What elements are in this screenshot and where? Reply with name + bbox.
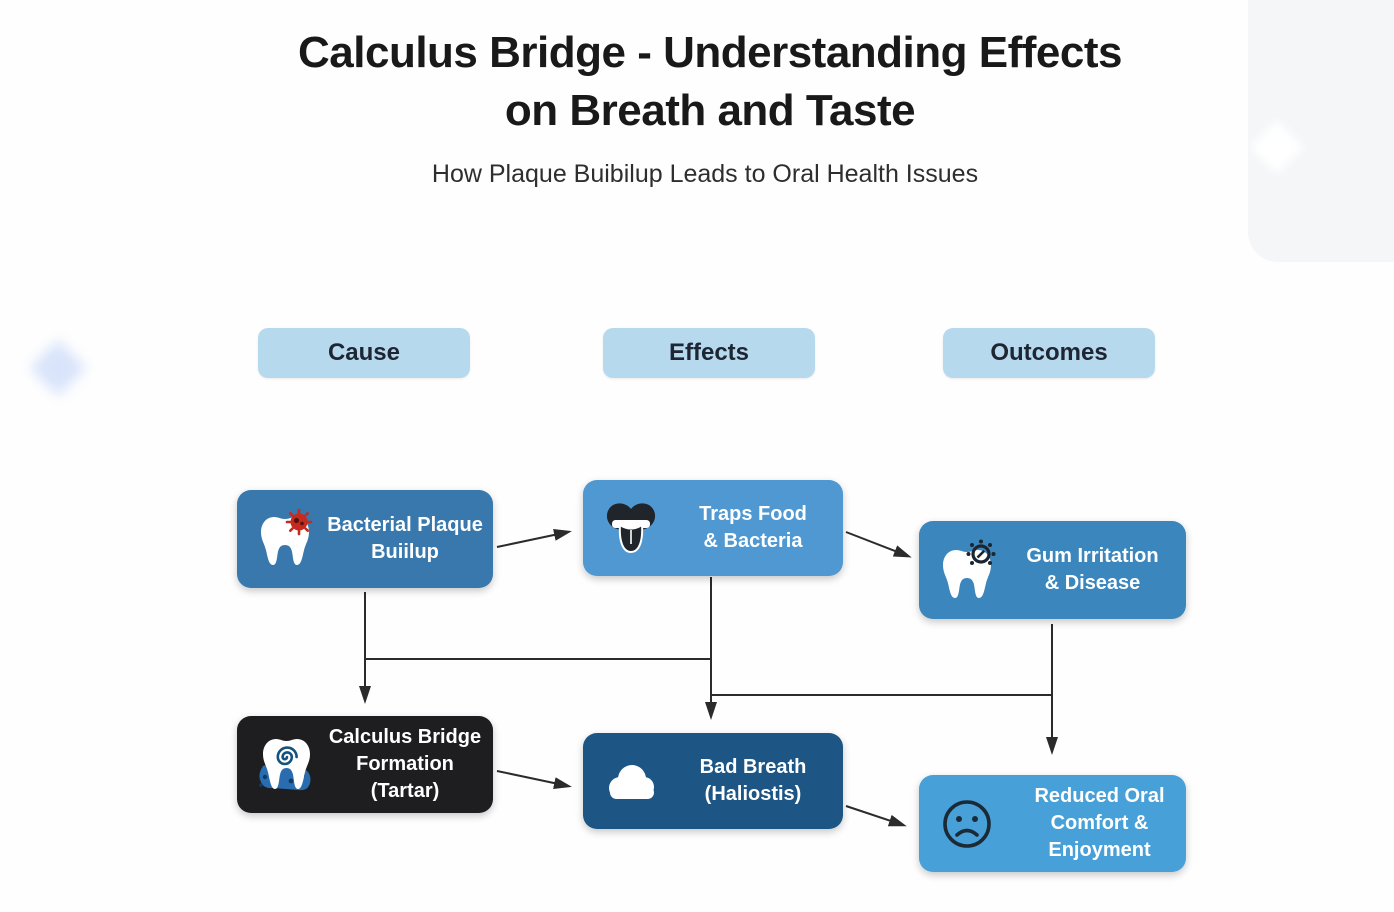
column-header-outcomes-label: Outcomes [990, 339, 1108, 366]
box-traps-food: Traps Food & Bacteria [583, 480, 843, 576]
page-title: Calculus Bridge - Understanding Effects … [298, 28, 1122, 135]
diamond-sparkle-left [29, 339, 87, 397]
sad-face-icon [943, 799, 991, 848]
tongue-mouth-icon [606, 503, 656, 554]
page-subtitle: How Plaque Buibilup Leads to Oral Health… [431, 160, 979, 188]
column-header-cause: Cause [258, 328, 470, 378]
tooth-spiral-tartar-icon [259, 738, 311, 790]
box-traps-food-label: Traps Food & Bacteria [699, 503, 807, 552]
column-header-effects-label: Effects [668, 339, 750, 366]
box-bacterial-plaque: Bacterial Plaque Buiilup [237, 490, 493, 588]
column-header-effects: Effects [603, 328, 815, 378]
box-reduced-comfort: Reduced Oral Comfort & Enjoyment [919, 775, 1186, 872]
box-gum-irritation: Gum Irritation & Disease [919, 521, 1186, 619]
box-reduced-comfort-label: Reduced Oral Comfort & Enjoyment [1034, 785, 1165, 861]
column-header-outcomes: Outcomes [943, 328, 1155, 378]
box-calculus-bridge-label: Calculus Bridge Formation (Tartar) [328, 726, 482, 802]
column-header-cause-label: Cause [327, 339, 401, 366]
box-bacterial-plaque-label: Bacterial Plaque Buiilup [327, 514, 483, 563]
box-calculus-bridge: Calculus Bridge Formation (Tartar) [237, 716, 493, 813]
tooth-with-red-germ-icon [261, 508, 313, 565]
box-bad-breath: Bad Breath (Haliostis) [583, 733, 843, 829]
box-bad-breath-label: Bad Breath (Haliostis) [699, 756, 807, 805]
tooth-with-irritation-icon [943, 539, 996, 598]
box-gum-irritation-label: Gum Irritation & Disease [1026, 545, 1159, 594]
cloud-icon [609, 765, 654, 799]
